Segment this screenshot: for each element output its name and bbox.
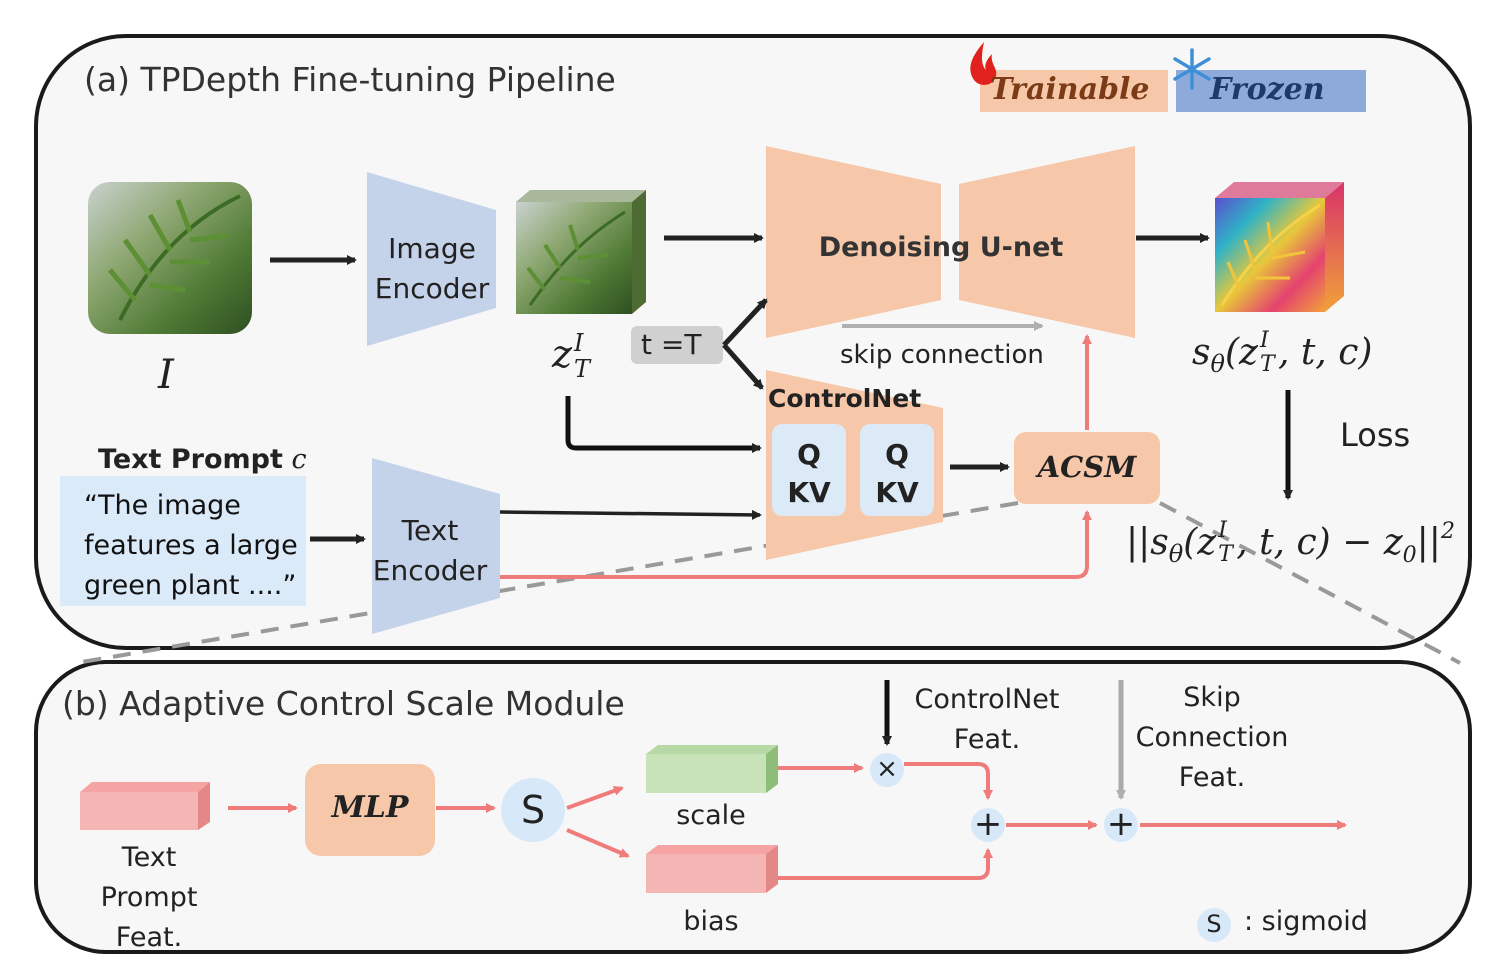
arrow-t-to-controlnet <box>722 343 764 390</box>
mlp-label: MLP <box>331 790 409 825</box>
multiply-node <box>870 753 904 787</box>
legend-frozen-label: Frozen <box>1210 72 1325 107</box>
arrow-textenc-to-acsm <box>500 510 1092 579</box>
qkv-block-1 <box>772 424 846 516</box>
loss-label: Loss <box>1340 416 1411 454</box>
multiply-symbol: × <box>876 754 898 784</box>
mlp-block <box>305 764 435 856</box>
qkv1-q: Q <box>797 438 821 471</box>
legend-trainable-label: Trainable <box>990 72 1150 107</box>
add-node-2 <box>1104 808 1138 842</box>
text-encoder <box>372 458 500 634</box>
plus-symbol-1: + <box>973 804 1003 844</box>
text-prompt-content: “The image features a large green plant … <box>84 490 298 601</box>
panel-b-title: (b) Adaptive Control Scale Module <box>62 684 625 723</box>
sigmoid-legend-icon <box>1197 908 1231 942</box>
sigmoid-legend-symbol: S <box>1206 910 1222 938</box>
arrow-t-to-unet <box>722 298 768 347</box>
latent-cube <box>516 190 646 314</box>
legend-trainable <box>980 70 1168 112</box>
skip-feat-label-3: Feat. <box>1178 762 1246 793</box>
arrow-latent-to-controlnet <box>565 396 762 453</box>
text-feat-block <box>80 782 210 830</box>
text-prompt-box <box>60 476 306 606</box>
arrow-sigmoid-to-scale <box>566 786 624 810</box>
input-image-label: I <box>158 352 174 398</box>
output-depth-cube <box>1215 182 1344 312</box>
text-encoder-label-2: Encoder <box>372 554 488 587</box>
scale-label: scale <box>676 800 746 831</box>
acsm-block <box>1014 432 1160 504</box>
acsm-label: ACSM <box>1037 450 1137 484</box>
timestep-box <box>631 326 723 364</box>
unet-encoder <box>766 146 941 338</box>
arrow-textenc-to-controlnet <box>499 509 762 520</box>
scale-block <box>646 745 778 793</box>
controlnet-label: ControlNet <box>768 384 922 413</box>
input-image <box>88 182 252 334</box>
unet-decoder <box>959 146 1135 338</box>
image-encoder-label-2: Encoder <box>374 272 490 305</box>
arrow-multiply-to-add <box>904 762 993 800</box>
plus-symbol-2: + <box>1106 804 1136 844</box>
text-feat-label-2: Prompt <box>100 882 198 913</box>
skip-feat-label-1: Skip <box>1183 682 1241 713</box>
panel-b-frame <box>34 660 1472 954</box>
zoom-line-right <box>1159 501 1461 665</box>
text-encoder-label-1: Text <box>401 514 459 547</box>
unet-label: Denoising U-net <box>818 232 1064 263</box>
arrow-sigmoid-to-bias <box>566 828 630 858</box>
image-encoder <box>367 172 496 346</box>
flame-icon <box>970 42 997 85</box>
bias-block <box>646 845 778 893</box>
arrow-bias-to-add <box>778 848 993 880</box>
controlnet-feat-label-2: Feat. <box>953 724 1021 755</box>
controlnet-feat-label-1: ControlNet <box>914 684 1060 715</box>
text-feat-label-1: Text <box>121 842 177 873</box>
qkv2-q: Q <box>885 438 909 471</box>
qkv1-kv: KV <box>787 476 831 509</box>
text-prompt-title: Text Prompt c <box>98 444 307 475</box>
sigmoid-symbol: S <box>520 788 546 832</box>
text-feat-label-3: Feat. <box>115 922 183 953</box>
image-encoder-label-1: Image <box>388 232 476 265</box>
snowflake-icon <box>1173 48 1211 90</box>
panel-a-title: (a) TPDepth Fine-tuning Pipeline <box>84 60 616 99</box>
skip-feat-label-2: Connection <box>1135 722 1289 753</box>
sigmoid-legend-label: : sigmoid <box>1244 906 1368 937</box>
qkv2-kv: KV <box>875 476 919 509</box>
qkv-block-2 <box>860 424 934 516</box>
sigmoid-node <box>501 778 565 842</box>
add-node-1 <box>971 808 1005 842</box>
timestep-label: t =T <box>641 328 702 361</box>
skip-connection-label: skip connection <box>840 340 1044 370</box>
bias-label: bias <box>683 906 739 937</box>
